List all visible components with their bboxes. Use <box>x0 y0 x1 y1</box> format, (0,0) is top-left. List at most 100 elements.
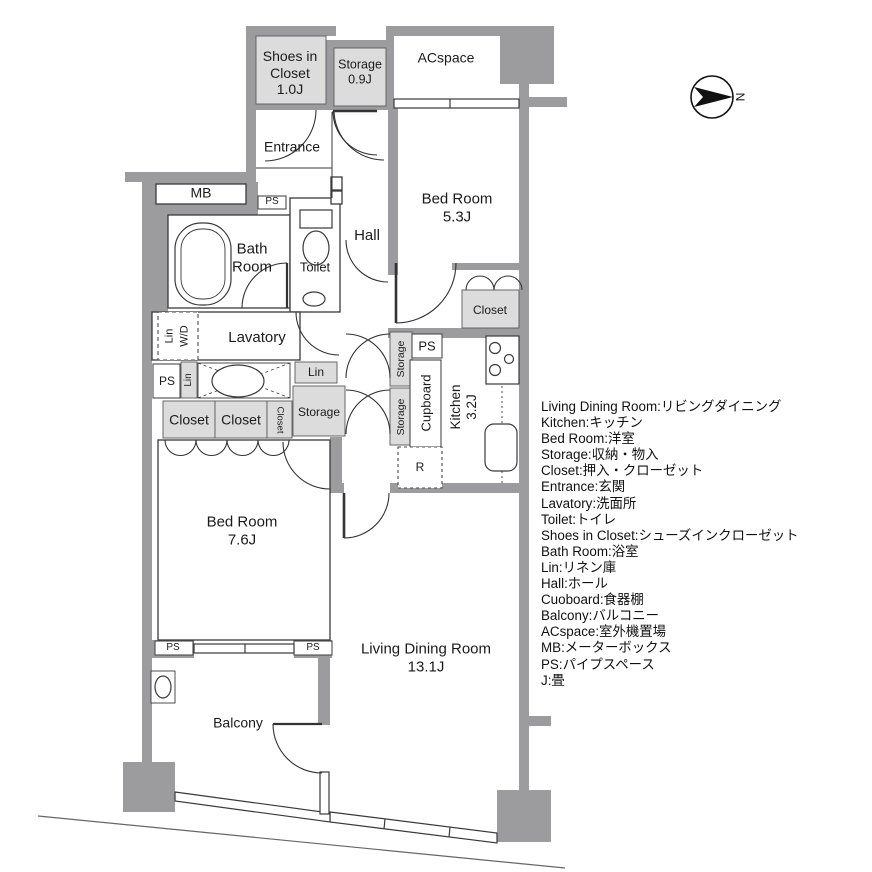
closet-2-area <box>214 400 268 439</box>
label-storage-v1: Storage <box>394 340 407 378</box>
label-storage-v2: Storage <box>394 398 407 436</box>
wall <box>330 483 344 493</box>
door-arc-lavatory <box>295 311 340 356</box>
label-shoes-in-closet: Shoes in Closet 1.0J <box>262 48 318 98</box>
storage-09-area <box>333 47 387 107</box>
window-bedroom-53 <box>393 98 520 109</box>
label-bedroom-53: Bed Room 5.3J <box>421 190 493 225</box>
legend-line: Living Dining Room:リビングダイニング <box>541 399 782 414</box>
meter-box <box>330 190 343 205</box>
door-arc-balcony <box>272 723 323 774</box>
folding-door-closets <box>164 439 290 456</box>
wall <box>388 328 529 338</box>
doors <box>164 109 523 774</box>
label-mb: MB <box>190 184 212 201</box>
wall <box>152 215 168 315</box>
lin-wd-box <box>157 311 199 361</box>
label-acspace: ACspace <box>417 49 475 66</box>
wall-right <box>519 84 529 792</box>
wall <box>390 483 529 493</box>
storage-v1-area <box>389 331 413 387</box>
closet-53-area <box>461 289 520 329</box>
door-arc-bath <box>241 262 288 309</box>
wall <box>246 110 256 182</box>
legend-line: Toilet:トイレ <box>541 511 617 527</box>
compass-north-arrow <box>694 87 733 107</box>
storage-fills <box>162 35 520 446</box>
door-arc-storage <box>333 109 385 161</box>
label-toilet: Toilet <box>299 259 331 275</box>
label-ps-top: PS <box>265 196 279 208</box>
legend-line: ACspace:室外機置場 <box>541 624 667 640</box>
window-mullion <box>383 818 386 830</box>
legend-line: Entrance:玄関 <box>541 479 626 495</box>
meter-box <box>330 176 343 191</box>
label-lin-wd-1: Lin <box>163 328 176 344</box>
wall <box>452 263 529 270</box>
storage-mid-area <box>292 385 346 437</box>
balcony-drain-icon <box>154 675 172 699</box>
wall-stub <box>529 716 551 726</box>
legend-line: J:畳 <box>541 672 565 688</box>
kitchen-sink-icon <box>484 423 518 472</box>
wall <box>246 26 256 110</box>
label-ps-kitchen: PS <box>418 338 436 354</box>
site-boundary-line <box>37 815 566 869</box>
folding-door-hall-upper <box>345 333 391 379</box>
door-arc-living-dining <box>343 492 390 539</box>
wall-pillar <box>500 26 554 84</box>
wall <box>330 437 342 493</box>
toilet-bowl-icon <box>302 230 330 266</box>
wall <box>386 26 394 110</box>
closet-3-area <box>266 400 293 439</box>
wall <box>246 26 336 36</box>
label-refrigerator: R <box>415 459 425 474</box>
door-arc-bedroom-53 <box>395 262 457 324</box>
label-lin-mid: Lin <box>307 364 325 379</box>
label-closet-1: Closet <box>169 411 209 428</box>
label-ps-balcony-left: PS <box>166 642 180 654</box>
label-storage-09: Storage 0.9J <box>338 57 382 86</box>
mb-box <box>155 183 247 205</box>
label-closet-2: Closet <box>221 411 261 428</box>
service-boxes <box>152 195 443 656</box>
washbasin-icon <box>211 364 265 398</box>
label-closet-53: Closet <box>472 302 508 317</box>
closet-1-area <box>162 400 216 439</box>
legend-line: MB:メーターボックス <box>541 640 672 656</box>
ps-box-balcony-left <box>154 640 194 656</box>
door-arc-bedroom-76 <box>282 441 331 490</box>
legend-line: Lin:リネン庫 <box>541 559 617 575</box>
label-kitchen: Kitchen 3.2J <box>448 384 479 430</box>
wall <box>246 104 394 110</box>
lin-area <box>294 361 338 384</box>
legend-line: Closet:押入・クローゼット <box>541 463 704 479</box>
compass-north-label: N <box>733 92 748 102</box>
label-closet-3: Closet <box>274 406 286 434</box>
door-arc-toilet <box>345 239 389 283</box>
folding-door-hall-lower <box>345 389 391 435</box>
label-lin-small: Lin <box>183 373 195 387</box>
balcony-railing <box>174 791 331 823</box>
label-balcony: Balcony <box>213 714 263 731</box>
ps-box-kitchen <box>411 333 443 359</box>
wall <box>330 40 392 48</box>
lin-small-area <box>180 361 198 399</box>
legend-line: Bed Room:洋室 <box>541 431 635 447</box>
legend-line: Kitchen:キッチン <box>541 415 643 431</box>
refrigerator-box <box>397 446 443 489</box>
toilet-tank-icon <box>299 209 333 229</box>
wall-stub <box>529 97 567 107</box>
door-arc-shoes-closet <box>264 109 317 162</box>
ps-box-top <box>257 195 287 210</box>
label-ps-balcony-right: PS <box>306 642 320 654</box>
label-hall: Hall <box>354 227 380 245</box>
burner-icon <box>488 341 502 355</box>
legend-line: Shoes in Closet:シューズインクローゼット <box>541 527 799 543</box>
label-living-dining: Living Dining Room 13.1J <box>360 640 492 675</box>
label-ps-left: PS <box>158 373 176 388</box>
legend-line: PS:パイプスペース <box>541 656 655 672</box>
balcony-glass-door <box>319 771 330 815</box>
